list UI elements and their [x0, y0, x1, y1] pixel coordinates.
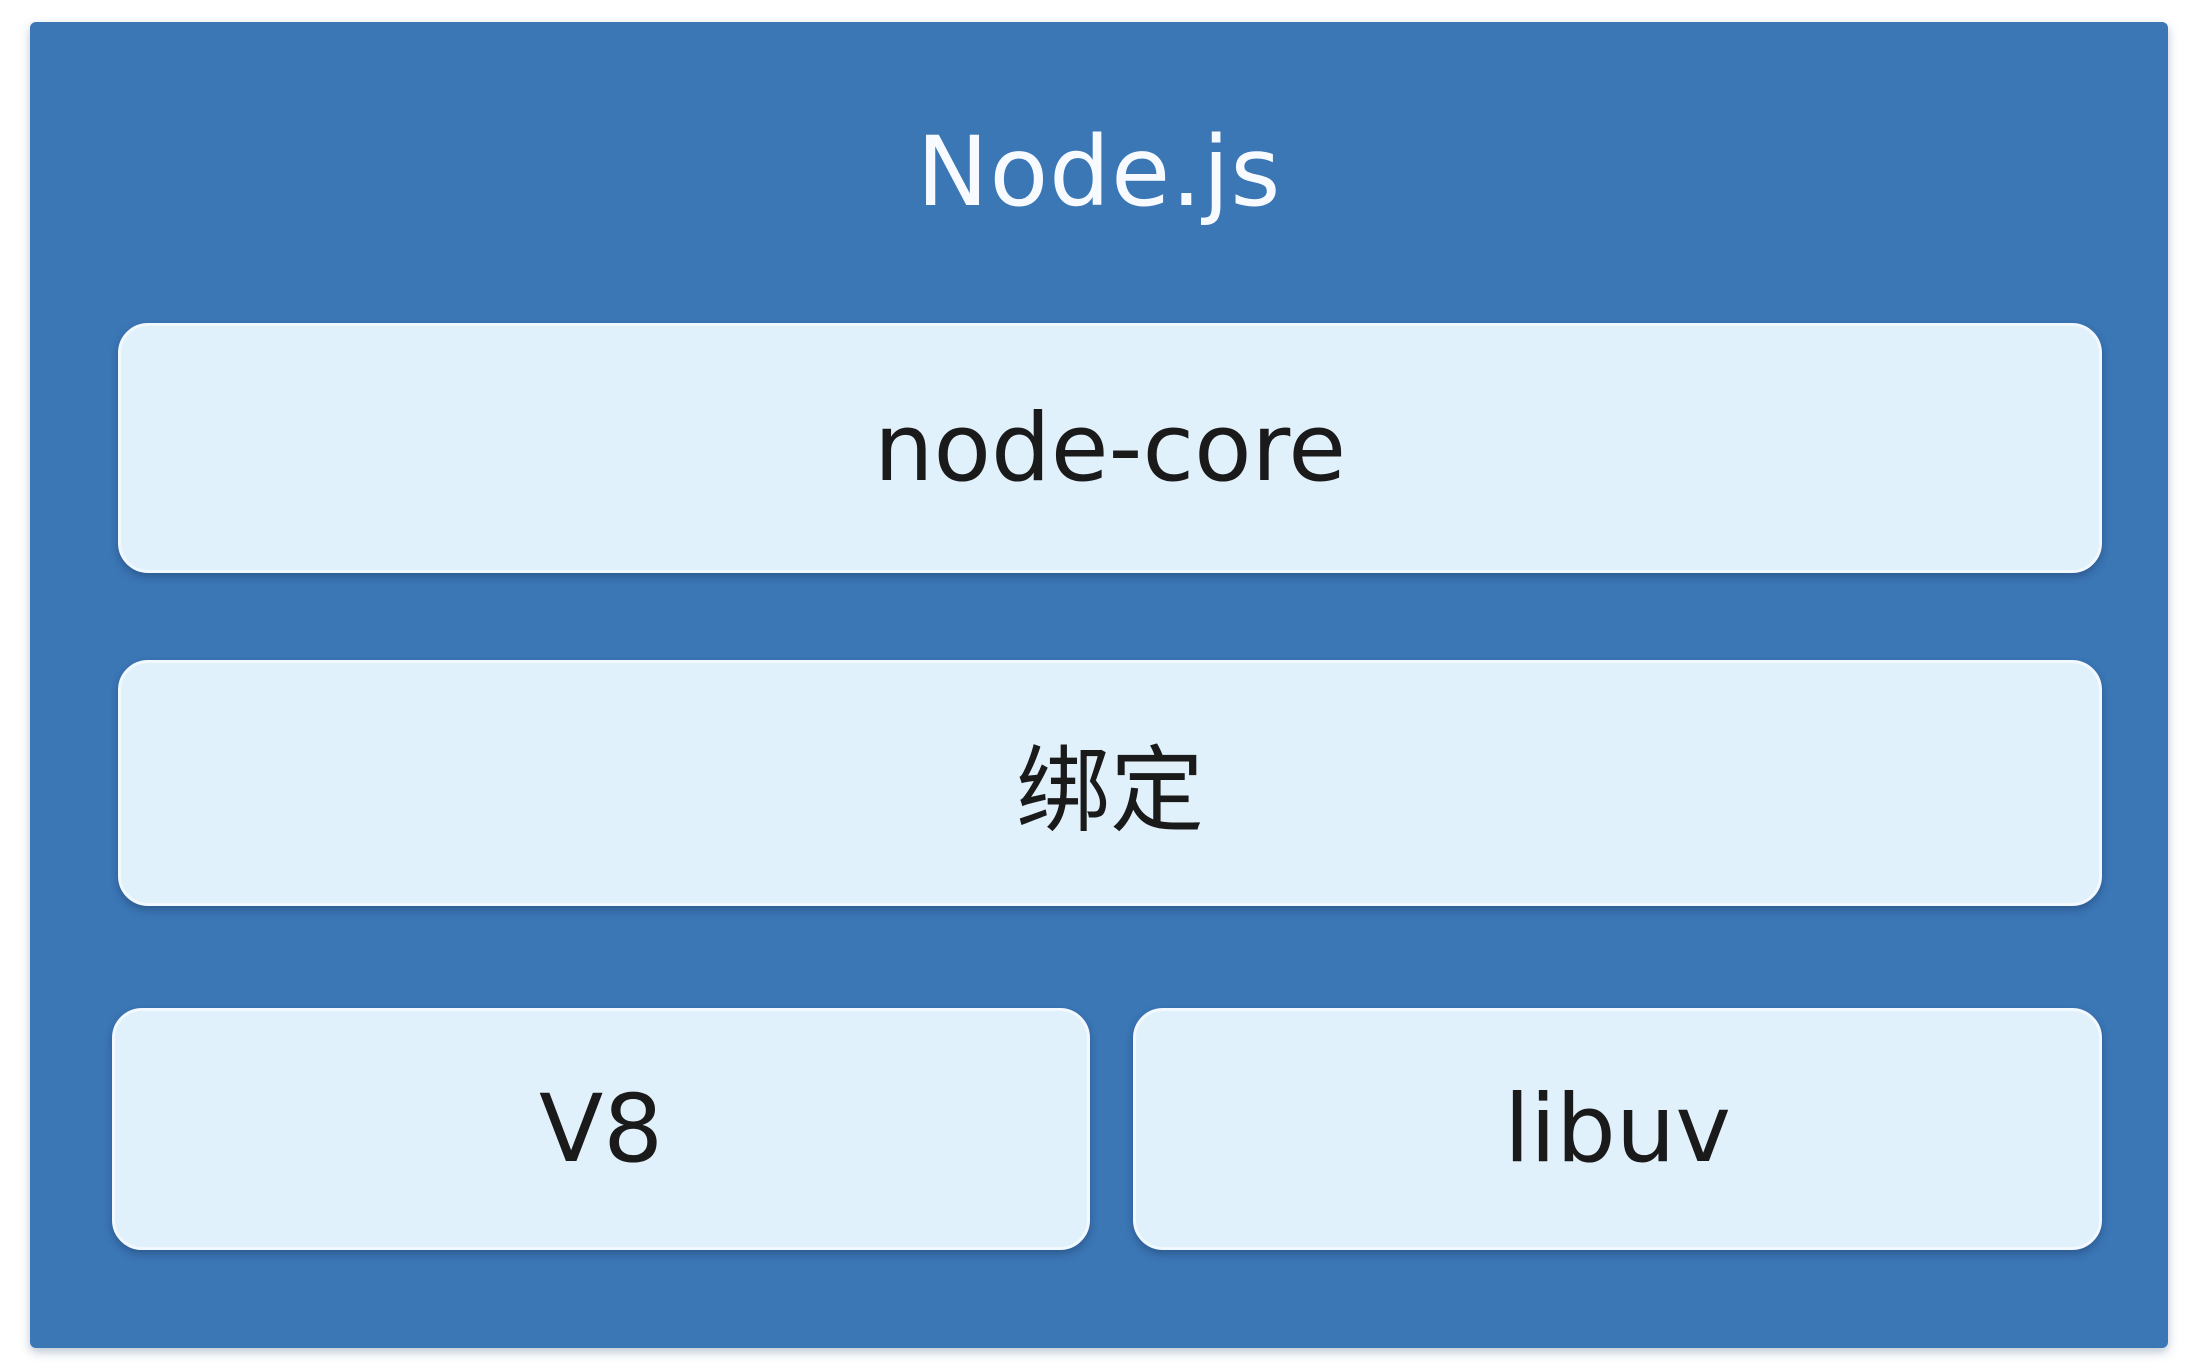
layer-box-libuv: libuv [1133, 1008, 2102, 1250]
layer-label-node-core: node-core [873, 393, 1347, 503]
diagram-title: Node.js [30, 22, 2168, 322]
layer-box-binding: 绑定 [118, 660, 2102, 906]
layer-label-libuv: libuv [1503, 1074, 1732, 1184]
layer-box-node-core: node-core [118, 323, 2102, 573]
nodejs-container: Node.js node-core 绑定 V8 libuv [30, 22, 2168, 1348]
layer-label-v8: V8 [538, 1074, 664, 1184]
layer-box-v8: V8 [112, 1008, 1090, 1250]
diagram-title-label: Node.js [916, 116, 1282, 228]
layer-label-binding: 绑定 [1015, 737, 1204, 846]
